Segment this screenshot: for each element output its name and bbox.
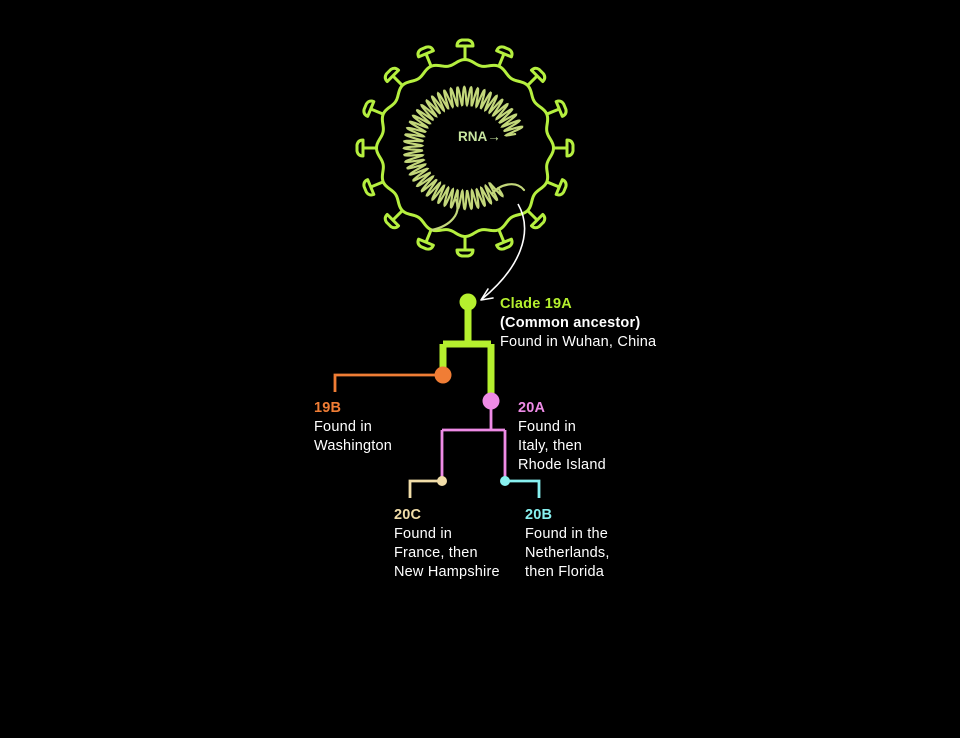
clade-20C-line-1: Found in xyxy=(394,526,453,542)
spike-head xyxy=(554,99,568,118)
rna-strand xyxy=(402,85,524,211)
clade-20B-name: 20B xyxy=(525,507,553,523)
spike-head xyxy=(362,178,376,197)
node-19B xyxy=(434,366,452,384)
spike-stem xyxy=(424,228,433,243)
clade-19B-name: 19B xyxy=(314,400,342,416)
spike-stem xyxy=(370,107,385,116)
branch-19B xyxy=(333,373,443,392)
clade-20B-line-1: Found in the xyxy=(525,526,609,542)
spike-head xyxy=(554,178,568,197)
clade-20C-name: 20C xyxy=(394,507,422,523)
clade-20A-line-1: Found in xyxy=(518,419,577,435)
branch-20A xyxy=(440,401,507,481)
spike-head xyxy=(383,66,401,84)
spike-head xyxy=(355,138,365,158)
spike-stem xyxy=(424,53,433,68)
branch-20B xyxy=(505,479,541,498)
spike-head xyxy=(416,237,435,251)
coronavirus-illustration xyxy=(355,38,575,258)
phylogenetic-tree xyxy=(333,293,541,498)
arrow-right-icon: → xyxy=(487,129,501,144)
clade-19A-location: Found in Wuhan, China xyxy=(500,334,657,350)
label-clade-19B: 19B Found in Washington xyxy=(314,399,392,456)
spike-head xyxy=(455,248,475,258)
spike-head xyxy=(455,38,475,48)
node-19A xyxy=(459,293,477,311)
node-20A xyxy=(482,392,500,410)
clade-19A-name: Clade 19A xyxy=(500,296,572,312)
spike-stem xyxy=(526,209,539,222)
spike-head xyxy=(383,212,401,230)
label-clade-20C: 20C Found in France, then New Hampshire xyxy=(394,506,500,582)
clade-20C-line-2: France, then xyxy=(394,545,478,561)
spike-head xyxy=(495,45,514,59)
spike-stem xyxy=(545,180,560,189)
arrowhead-icon xyxy=(480,288,494,301)
branch-20C xyxy=(408,479,442,498)
clade-20B-line-3: then Florida xyxy=(525,564,604,580)
clade-19A-subtitle: (Common ancestor) xyxy=(500,315,641,331)
virus-spikes xyxy=(355,38,575,258)
branch-19A xyxy=(439,302,495,401)
spike-stem xyxy=(391,209,404,222)
clade-20B-line-2: Netherlands, xyxy=(525,545,610,561)
rna-label-text: RNA xyxy=(458,129,488,144)
clade-20A-line-3: Rhode Island xyxy=(518,457,606,473)
spike-head xyxy=(529,66,547,84)
rna-label: RNA→ xyxy=(458,129,501,144)
curved-pointer-arrow xyxy=(481,203,526,300)
spike-stem xyxy=(370,180,385,189)
clade-20A-name: 20A xyxy=(518,400,546,416)
spike-stem xyxy=(545,107,560,116)
clade-19B-line-1: Found in xyxy=(314,419,373,435)
label-clade-19A: Clade 19A (Common ancestor) Found in Wuh… xyxy=(500,295,656,352)
clade-20C-line-3: New Hampshire xyxy=(394,564,500,580)
spike-head xyxy=(416,45,435,59)
spike-head xyxy=(495,237,514,251)
clade-20A-line-2: Italy, then xyxy=(518,438,582,454)
spike-head xyxy=(362,99,376,118)
clade-19B-line-2: Washington xyxy=(314,438,393,454)
rna-strand-end xyxy=(430,183,526,232)
node-20C xyxy=(437,476,447,486)
spike-head xyxy=(529,212,547,230)
spike-stem xyxy=(497,53,506,68)
label-clade-20A: 20A Found in Italy, then Rhode Island xyxy=(518,399,606,475)
spike-stem xyxy=(391,74,404,87)
spike-head xyxy=(565,138,575,158)
spike-stem xyxy=(497,228,506,243)
label-clade-20B: 20B Found in the Netherlands, then Flori… xyxy=(525,506,610,582)
spike-stem xyxy=(526,74,539,87)
node-20B xyxy=(500,476,510,486)
